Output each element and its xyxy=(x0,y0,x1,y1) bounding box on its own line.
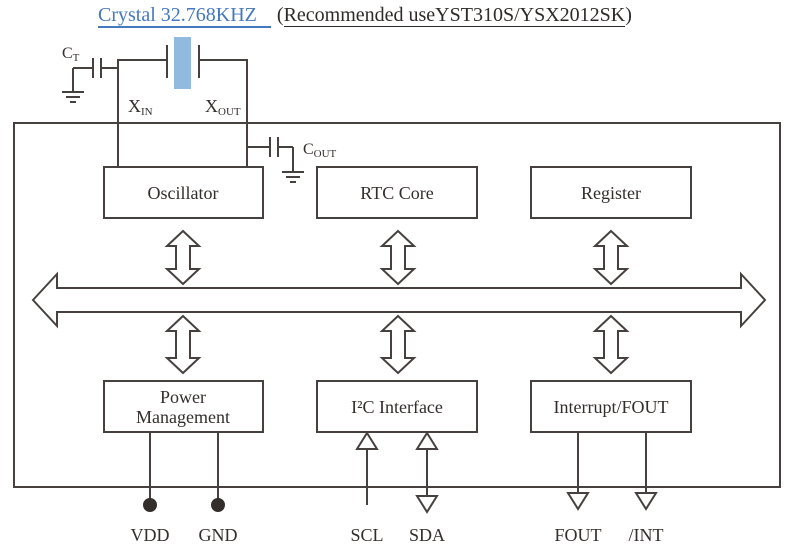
power-management-label-line2: Management xyxy=(136,407,230,427)
i2c-interface-block xyxy=(316,380,478,433)
fout-output-arrowhead xyxy=(566,492,590,511)
gnd-pad xyxy=(211,498,225,512)
bus-connection-arrows xyxy=(164,229,630,375)
rtc-core-bus-arrow xyxy=(379,229,417,286)
interrupt-fout-block xyxy=(530,380,692,433)
crystal-symbol xyxy=(166,37,200,89)
block-row-bottom: Power Management I²C Interface Interrupt… xyxy=(103,380,692,433)
xout-label: XOUT xyxy=(205,96,241,118)
block-row-top: Oscillator RTC Core Register xyxy=(103,166,692,219)
xin-label: XIN xyxy=(128,96,153,118)
i2c-bus-arrow xyxy=(379,314,417,375)
ct-label: CT xyxy=(62,45,80,64)
pin-int: /INT xyxy=(629,432,664,545)
pin-scl: SCL xyxy=(350,431,384,545)
power-bus-arrow xyxy=(164,314,202,375)
crystal-spec-link[interactable]: Crystal 32.768KHZ xyxy=(98,4,271,28)
power-management-label-line1: Power xyxy=(160,387,206,407)
register-block xyxy=(530,166,692,219)
pin-fout: FOUT xyxy=(554,432,602,545)
pin-vdd: VDD xyxy=(131,432,170,545)
pin-sda: SDA xyxy=(409,431,445,545)
cout-capacitor-branch xyxy=(247,137,304,183)
crystal-circuit: CT COUT XIN XOUT xyxy=(62,37,337,183)
vdd-label: VDD xyxy=(131,525,170,545)
cout-label: COUT xyxy=(303,141,337,160)
rtc-core-label: RTC Core xyxy=(360,183,433,203)
diagram-header: Crystal 32.768KHZ(Recommended useYST310S… xyxy=(98,4,632,28)
recommend-text: Recommended useYST310S/YSX2012SK xyxy=(283,4,626,27)
interrupt-bus-arrow xyxy=(592,314,630,375)
oscillator-bus-arrow xyxy=(164,229,202,286)
int-output-arrowhead xyxy=(634,492,658,511)
pin-gnd: GND xyxy=(199,432,238,545)
ct-capacitor-branch xyxy=(62,58,118,103)
oscillator-block xyxy=(103,166,264,219)
interrupt-fout-label: Interrupt/FOUT xyxy=(554,397,669,417)
fout-label: FOUT xyxy=(554,525,601,545)
crystal-body xyxy=(174,37,191,89)
cout-ground-symbol xyxy=(282,171,304,183)
int-label: /INT xyxy=(629,525,664,545)
rtc-core-block xyxy=(316,166,478,219)
ct-ground-symbol xyxy=(62,91,84,103)
power-management-block xyxy=(103,380,264,433)
vdd-pad xyxy=(143,498,157,512)
recommend-paren-open: ( xyxy=(276,4,284,26)
bus-arrow xyxy=(31,271,767,329)
register-label: Register xyxy=(581,183,641,203)
i2c-interface-label: I²C Interface xyxy=(351,397,443,417)
scl-label: SCL xyxy=(350,525,383,545)
recommend-paren-close: ) xyxy=(625,4,632,26)
sda-down-arrowhead xyxy=(415,495,439,514)
gnd-label: GND xyxy=(199,525,238,545)
oscillator-label: Oscillator xyxy=(148,183,219,203)
register-bus-arrow xyxy=(592,229,630,286)
sda-label: SDA xyxy=(409,525,445,545)
